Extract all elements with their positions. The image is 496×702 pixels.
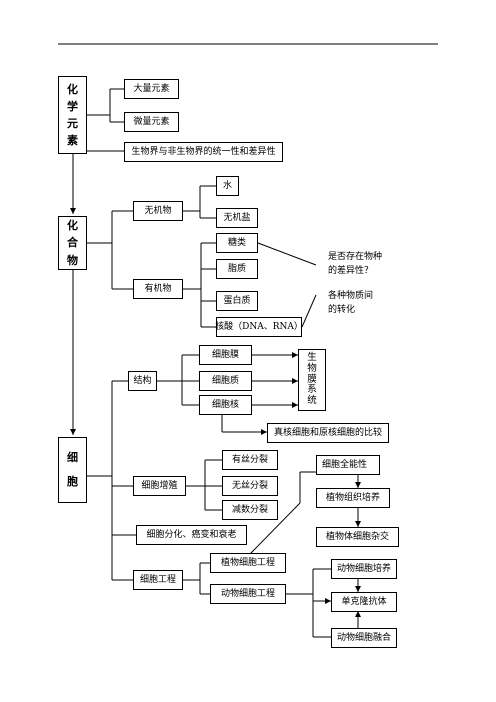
node-biomembrane-system: 生 物 膜 系 统 [298, 349, 326, 411]
node-animal-fusion: 动物细胞融合 [331, 628, 397, 648]
node-cell: 细 胞 [58, 437, 87, 503]
node-nucleus: 细胞核 [199, 395, 252, 415]
node-monoclonal: 单克隆抗体 [331, 592, 397, 612]
node-proliferation: 细胞增殖 [133, 476, 186, 496]
node-animal-culture: 动物细胞培养 [331, 559, 397, 579]
node-cell-engineering: 细胞工程 [133, 570, 183, 590]
node-micro-elements: 微量元素 [124, 112, 179, 132]
node-compounds: 化 合 物 [58, 216, 87, 270]
node-mitosis: 有丝分裂 [222, 450, 278, 470]
node-nucleic-acid: 核酸（DNA、RNA） [215, 317, 303, 337]
node-unity-diversity: 生物界与非生物界的统一性和差异性 [124, 142, 283, 162]
node-totipotency: 细胞全能性 [316, 455, 380, 475]
node-sugar: 糖类 [216, 233, 258, 253]
node-inorganic: 无机物 [133, 201, 183, 221]
node-amitosis: 无丝分裂 [222, 476, 278, 496]
node-meiosis: 减数分裂 [222, 500, 278, 520]
node-organic: 有机物 [133, 279, 183, 299]
node-cytoplasm: 细胞质 [199, 371, 252, 391]
node-differentiation: 细胞分化、癌变和衰老 [136, 525, 247, 545]
node-animal-cell-engineering: 动物细胞工程 [210, 584, 286, 604]
node-water: 水 [216, 176, 239, 196]
node-protein: 蛋白质 [216, 291, 258, 311]
node-lipid: 脂质 [216, 259, 258, 279]
node-eukaryote-prokaryote: 真核细胞和原核细胞的比较 [267, 423, 389, 443]
note-species-question: 是否存在物种 的差异性？ [328, 252, 383, 276]
node-structure: 结构 [128, 371, 157, 391]
node-plant-hybridization: 植物体细胞杂交 [316, 527, 399, 547]
node-plant-cell-engineering: 植物细胞工程 [210, 553, 286, 573]
note-conversion: 各种物质间 的转化 [328, 291, 374, 315]
node-macro-elements: 大量元素 [124, 79, 179, 99]
node-inorganic-salt: 无机盐 [216, 208, 258, 228]
node-cell-membrane: 细胞膜 [199, 345, 252, 365]
node-plant-tissue-culture: 植物组织培养 [316, 488, 390, 508]
node-chemical-elements: 化 学 元 素 [58, 76, 87, 154]
